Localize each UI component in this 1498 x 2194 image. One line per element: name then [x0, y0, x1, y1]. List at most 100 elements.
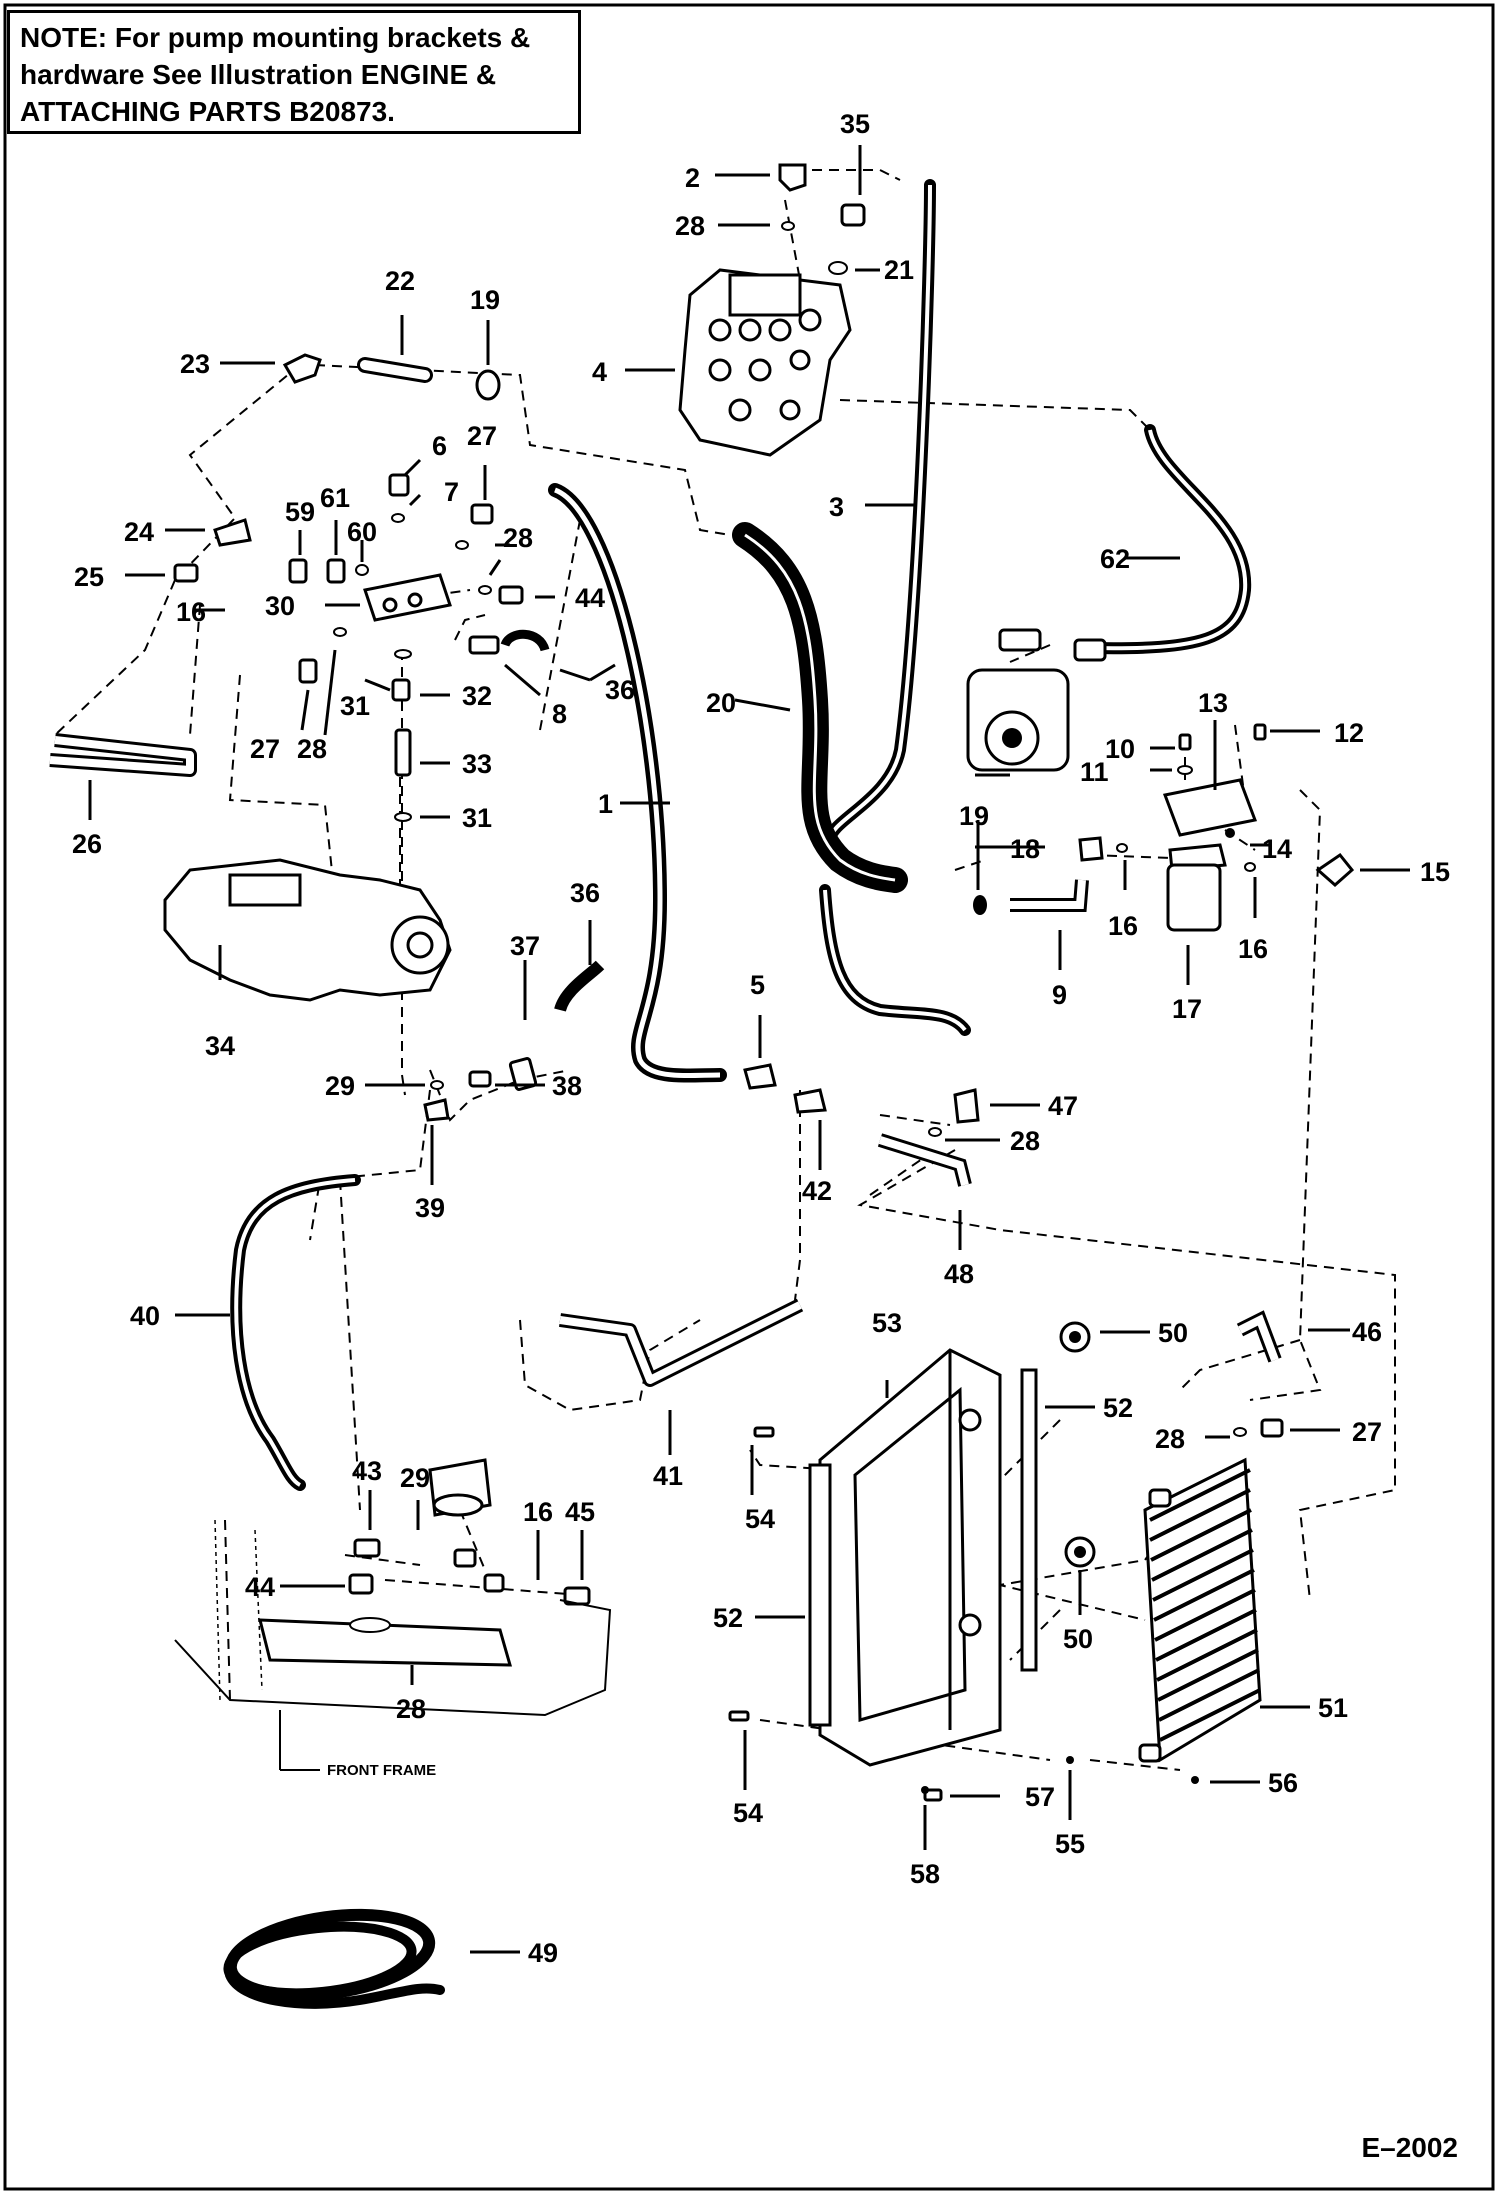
- callout-48: 48: [944, 1259, 974, 1289]
- callout-47: 47: [1048, 1091, 1078, 1121]
- callout-28d: 28: [1010, 1126, 1040, 1156]
- callout-7: 7: [444, 477, 459, 507]
- filter-17: [1166, 843, 1227, 932]
- callout-28e: 28: [1155, 1424, 1185, 1454]
- callout-28c: 28: [675, 211, 705, 241]
- note-line-1: NOTE: For pump mounting brackets &: [20, 22, 531, 53]
- callout-60: 60: [347, 517, 377, 547]
- callout-46: 46: [1352, 1317, 1382, 1347]
- callout-15: 15: [1420, 857, 1450, 887]
- callout-49: 49: [528, 1938, 558, 1968]
- callout-27c: 27: [1352, 1417, 1382, 1447]
- tubes: [49, 357, 1282, 1387]
- callout-9: 9: [1052, 980, 1067, 1010]
- callout-13: 13: [1198, 688, 1228, 718]
- callout-30: 30: [265, 591, 295, 621]
- callout-35: 35: [840, 109, 870, 139]
- callout-18: 18: [1010, 834, 1040, 864]
- shroud-53: [818, 1348, 1002, 1767]
- leader-lines: [88, 145, 1410, 1954]
- callout-29b: 29: [400, 1463, 430, 1493]
- callout-36: 36: [605, 675, 635, 705]
- figure-id: E–2002: [1361, 2132, 1458, 2163]
- callout-40: 40: [130, 1301, 160, 1331]
- components: [163, 163, 1355, 1802]
- callout-50: 50: [1158, 1318, 1188, 1348]
- front-frame: [174, 1519, 612, 1771]
- callout-17: 17: [1172, 994, 1202, 1024]
- callout-54: 54: [745, 1504, 775, 1534]
- hose-49-coil: [223, 1908, 445, 2009]
- callout-52b: 52: [713, 1603, 743, 1633]
- callout-32: 32: [462, 681, 492, 711]
- oil-cooler-51: [1138, 1457, 1262, 1763]
- callout-14: 14: [1262, 834, 1292, 864]
- callout-25: 25: [74, 562, 104, 592]
- callout-37: 37: [510, 931, 540, 961]
- callout-41: 41: [653, 1461, 683, 1491]
- callout-50b: 50: [1063, 1624, 1093, 1654]
- callout-19b: 19: [959, 801, 989, 831]
- callout-labels: 1 2 3 4 5 6 7 8 9 10 11 12 13 14 15 16 1…: [72, 109, 1450, 1968]
- hoses: [223, 179, 1252, 2009]
- callout-62: 62: [1100, 544, 1130, 574]
- assembly-guide-lines: [54, 169, 1396, 1771]
- callout-8: 8: [552, 699, 567, 729]
- callout-51: 51: [1318, 1693, 1348, 1723]
- callout-2: 2: [685, 163, 700, 193]
- callout-53: 53: [872, 1308, 902, 1338]
- callout-52: 52: [1103, 1393, 1133, 1423]
- callout-59: 59: [285, 497, 315, 527]
- control-valve-4: [678, 268, 852, 457]
- callout-55: 55: [1055, 1829, 1085, 1859]
- callout-58: 58: [910, 1859, 940, 1889]
- callout-16b: 16: [1108, 911, 1138, 941]
- callout-44: 44: [575, 583, 605, 613]
- callout-12: 12: [1334, 718, 1364, 748]
- hydraulic-motor: [966, 628, 1107, 772]
- callout-36b: 36: [570, 878, 600, 908]
- callout-56: 56: [1268, 1768, 1298, 1798]
- callout-16d: 16: [523, 1497, 553, 1527]
- callout-39: 39: [415, 1193, 445, 1223]
- callout-16c: 16: [1238, 934, 1268, 964]
- callout-1: 1: [598, 789, 613, 819]
- callout-27b: 27: [250, 734, 280, 764]
- callout-6: 6: [432, 431, 447, 461]
- callout-19: 19: [470, 285, 500, 315]
- note-box: NOTE: For pump mounting brackets & hardw…: [7, 10, 581, 134]
- callout-28f: 28: [396, 1694, 426, 1724]
- callout-3: 3: [829, 492, 844, 522]
- callout-57: 57: [1025, 1782, 1055, 1812]
- callout-33: 33: [462, 749, 492, 779]
- hose-3: [824, 179, 936, 846]
- callout-10: 10: [1105, 734, 1135, 764]
- callout-4: 4: [592, 357, 607, 387]
- front-frame-label: FRONT FRAME: [327, 1762, 436, 1779]
- hose-40: [230, 1174, 361, 1491]
- callout-26: 26: [72, 829, 102, 859]
- callout-31: 31: [340, 691, 370, 721]
- callout-16: 16: [176, 597, 206, 627]
- callout-43: 43: [352, 1456, 382, 1486]
- callout-42: 42: [802, 1176, 832, 1206]
- callout-38: 38: [552, 1071, 582, 1101]
- callout-28b: 28: [297, 734, 327, 764]
- callout-44b: 44: [245, 1572, 275, 1602]
- callout-22: 22: [385, 266, 415, 296]
- callout-29: 29: [325, 1071, 355, 1101]
- callout-34: 34: [205, 1031, 235, 1061]
- callout-45: 45: [565, 1497, 595, 1527]
- hose-20-lower: [819, 884, 971, 1036]
- callout-24: 24: [124, 517, 154, 547]
- pump-34: [163, 858, 452, 1002]
- callout-28: 28: [503, 523, 533, 553]
- callout-21: 21: [884, 255, 914, 285]
- callout-20: 20: [706, 688, 736, 718]
- callout-61: 61: [320, 483, 350, 513]
- callout-11: 11: [1080, 757, 1109, 787]
- callout-31b: 31: [462, 803, 492, 833]
- callout-54b: 54: [733, 1798, 763, 1828]
- note-line-3: ATTACHING PARTS B20873.: [20, 96, 395, 127]
